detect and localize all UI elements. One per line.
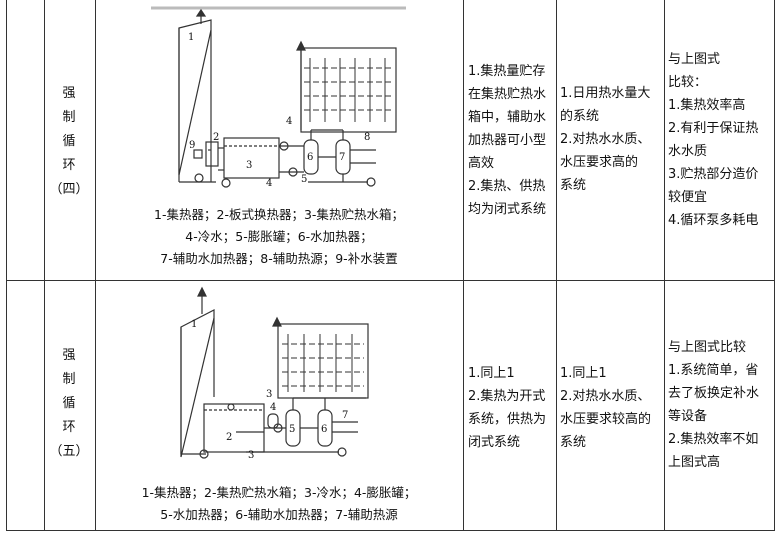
diagram-number: 1 xyxy=(188,32,194,43)
diagram-number: 3 xyxy=(266,389,272,400)
mode-char: 循 xyxy=(62,396,76,411)
column-divider xyxy=(556,0,557,531)
diagram-number: 3 xyxy=(248,450,254,461)
mode-label: 强 制 循 环 （五） xyxy=(46,344,92,464)
mode-char: 环 xyxy=(62,158,76,173)
application-cell: 1.日用热水量大 的系统 2.对热水水质、 水压要求高的 系统 xyxy=(560,86,651,193)
caption-line: 1-集热器；2-板式换热器；3-集热贮热水箱； xyxy=(154,207,404,222)
application-cell: 1.同上1 2.对热水水质、 水压要求较高的 系统 xyxy=(560,366,652,450)
pump-icon xyxy=(221,178,231,188)
pump-icon xyxy=(366,177,376,187)
pump-icon xyxy=(199,449,209,459)
diagram-number: 8 xyxy=(364,132,370,143)
table-border-right xyxy=(774,0,775,531)
diagram-number: 6 xyxy=(307,152,313,163)
comparison-cell: 与上图式比较 1.系统简单，省 去了板换定补水 等设备 2.集热效率不如 上图式… xyxy=(668,340,760,470)
diagram-number: 5 xyxy=(289,424,295,435)
diagram-number: 4 xyxy=(266,178,272,189)
mode-char: 制 xyxy=(62,110,76,125)
caption-line: 5-水加热器；6-辅助水加热器；7-辅助热源 xyxy=(160,507,398,522)
mode-char: （五） xyxy=(49,444,89,459)
column-divider xyxy=(463,0,464,531)
pump-icon xyxy=(194,173,204,183)
mode-char: （四） xyxy=(49,182,89,197)
diagram-number: 7 xyxy=(339,152,345,163)
features-cell: 1.集热量贮存 在集热贮热水 箱中，辅助水 加热器可小型 高效 2.集热、供热 … xyxy=(468,64,547,217)
solar-collector-icon xyxy=(180,309,215,458)
comparison-cell: 与上图式 比较： 1.集热效率高 2.有利于保证热 水水质 3.贮热部分造价 较… xyxy=(668,52,759,228)
mode-char: 强 xyxy=(62,348,76,363)
mode-char: 强 xyxy=(62,86,76,101)
diagram-number: 3 xyxy=(246,160,252,171)
diagram-number: 4 xyxy=(270,402,276,413)
diagram-number: 9 xyxy=(189,140,195,151)
column-divider xyxy=(95,0,96,531)
diagram-number: 2 xyxy=(213,132,219,143)
building-distribution-icon xyxy=(277,323,369,399)
features-cell: 1.同上1 2.集热为开式 系统，供热为 闭式系统 xyxy=(468,366,547,450)
caption-line: 7-辅助水加热器；8-辅助热源；9-补水装置 xyxy=(160,251,398,266)
caption-line: 4-冷水；5-膨胀罐；6-水加热器； xyxy=(185,229,373,244)
column-divider xyxy=(664,0,665,531)
diagram-caption: 1-集热器；2-板式换热器；3-集热贮热水箱； 4-冷水；5-膨胀罐；6-水加热… xyxy=(96,204,462,270)
mode-char: 制 xyxy=(62,372,76,387)
expansion-tank-icon xyxy=(267,413,279,429)
float-valve-icon xyxy=(227,403,235,411)
table-border-left xyxy=(6,0,7,531)
diagram-number: 7 xyxy=(342,410,348,421)
diagram-number: 6 xyxy=(321,424,327,435)
caption-line: 1-集热器；2-集热贮热水箱；3-冷水；4-膨胀罐； xyxy=(141,485,417,500)
mode-char: 循 xyxy=(62,134,76,149)
table-border-bottom xyxy=(6,530,775,531)
diagram-number: 2 xyxy=(226,432,232,443)
system-diagram-4: 1 2 3 4 5 6 7 8 9 4 xyxy=(151,6,406,189)
heat-exchanger-icon xyxy=(205,141,219,167)
storage-tank-icon xyxy=(223,137,280,179)
row-divider xyxy=(6,280,775,281)
diagram-caption: 1-集热器；2-集热贮热水箱；3-冷水；4-膨胀罐； 5-水加热器；6-辅助水加… xyxy=(96,482,462,526)
diagram-number: 1 xyxy=(191,319,197,330)
storage-tank-icon xyxy=(203,403,265,453)
diagram-number: 5 xyxy=(301,174,307,185)
pump-icon xyxy=(337,447,347,457)
diagram-number: 4 xyxy=(286,116,292,127)
column-divider xyxy=(44,0,45,531)
system-diagram-5: 1 2 3 3 4 5 6 7 xyxy=(180,286,369,461)
mode-label: 强 制 循 环 （四） xyxy=(46,82,92,202)
mode-char: 环 xyxy=(62,420,76,435)
building-distribution-icon xyxy=(300,47,397,133)
